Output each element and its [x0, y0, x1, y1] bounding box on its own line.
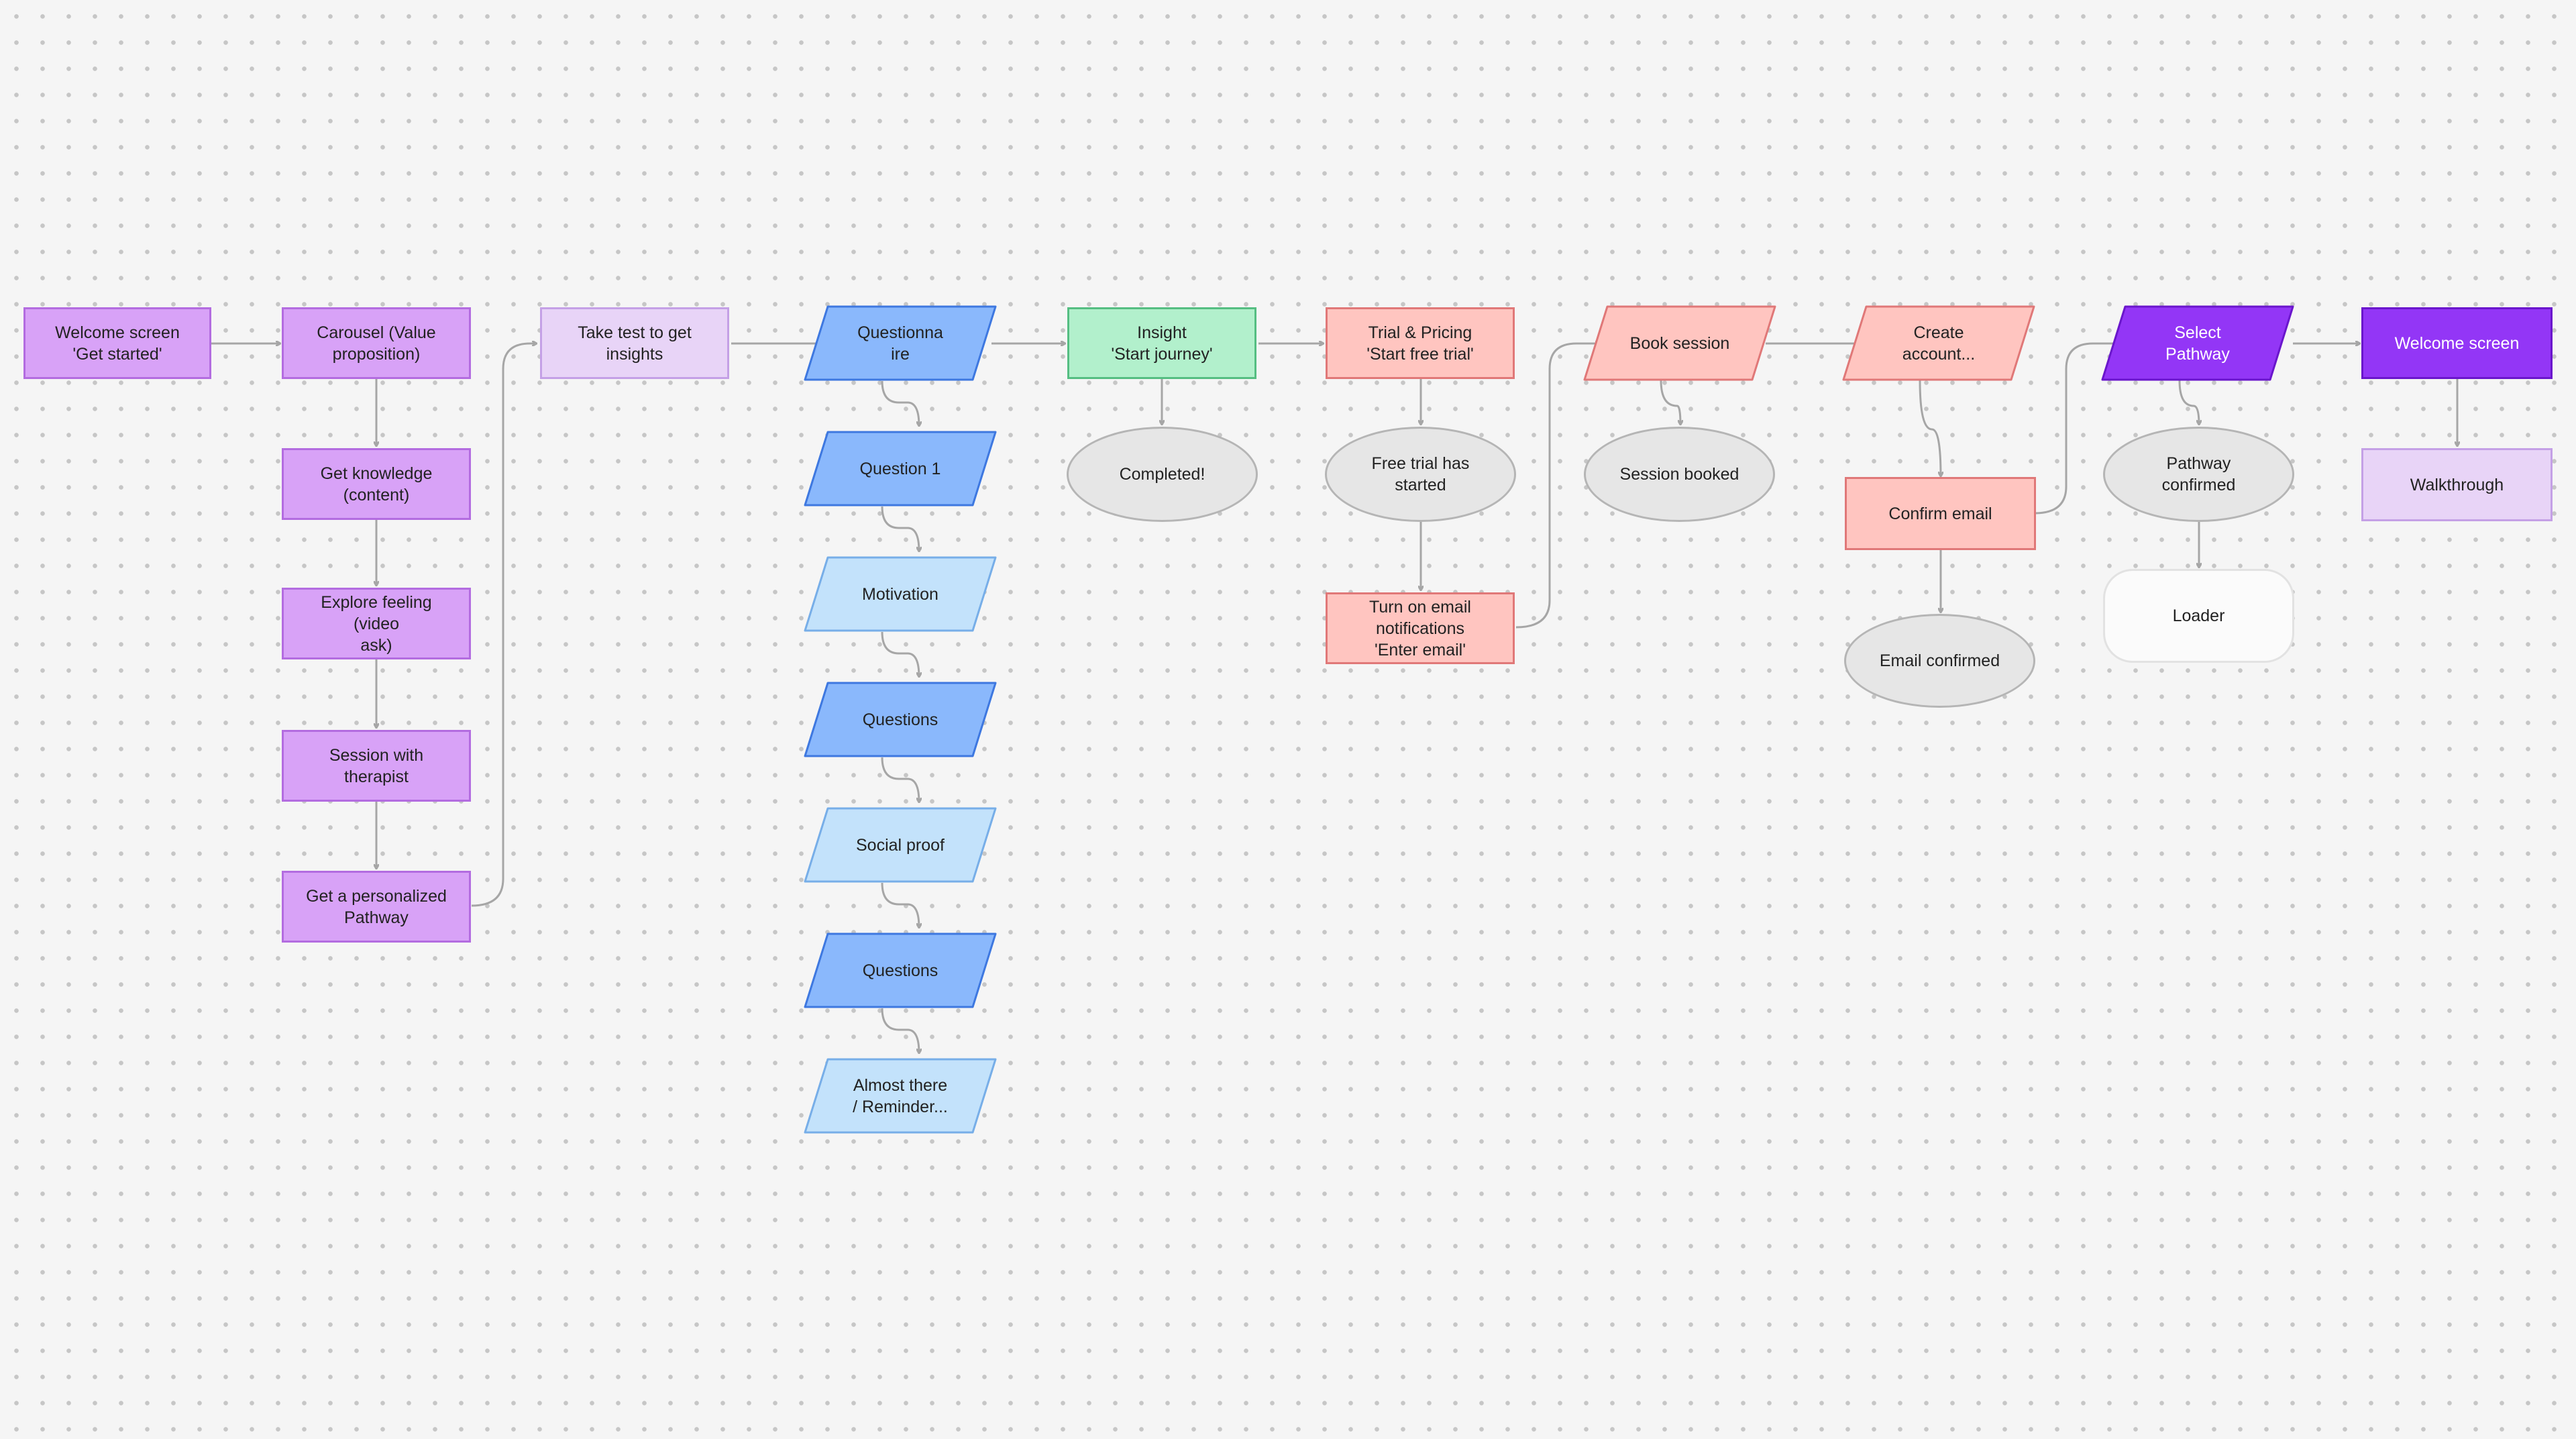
loader-node[interactable]: Loader	[2103, 569, 2294, 663]
node-label: Questions	[862, 710, 938, 729]
get-knowledge-node[interactable]: Get knowledge (content)	[282, 448, 471, 520]
take-test-node[interactable]: Take test to get insights	[540, 307, 729, 379]
node-label: Motivation	[862, 584, 938, 604]
node-label: Explore feeling (video ask)	[321, 592, 432, 655]
node-label: Get a personalized Pathway	[306, 886, 447, 927]
node-label: Create account...	[1902, 323, 1976, 364]
parallelogram-shape	[804, 431, 997, 507]
motivation-node[interactable]: Motivation	[804, 556, 997, 632]
parallelogram-shape	[2101, 305, 2294, 381]
edge-create-confirm	[1919, 380, 1941, 476]
email-notifications-node[interactable]: Turn on email notifications 'Enter email…	[1326, 592, 1515, 664]
node-label: Questions	[862, 961, 938, 980]
edge-book-sessionbooked	[1660, 380, 1680, 425]
edge-questionnaire-q1	[881, 380, 919, 426]
node-label: Welcome screen 'Get started'	[55, 323, 180, 364]
parallelogram-shape	[804, 1058, 997, 1134]
node-label: Confirm email	[1888, 504, 1992, 523]
node-label: Free trial has started	[1371, 454, 1470, 494]
node-label: Pathway confirmed	[2161, 454, 2236, 494]
welcome-screen-node[interactable]: Welcome screen	[2361, 307, 2553, 379]
session-therapist-node[interactable]: Session with therapist	[282, 730, 471, 802]
node-label: Book session	[1629, 333, 1730, 353]
questions-2-node[interactable]: Questions	[804, 932, 997, 1008]
parallelogram-shape	[804, 807, 997, 883]
edge-pathway-taketest	[471, 343, 537, 907]
node-label: Completed!	[1119, 465, 1205, 484]
edge-motivation-questions1	[881, 631, 919, 677]
node-label: Welcome screen	[2394, 333, 2520, 353]
walkthrough-node[interactable]: Walkthrough	[2361, 448, 2553, 521]
node-label: Almost there / Reminder...	[853, 1075, 948, 1116]
edge-socialproof-questions2	[881, 882, 919, 928]
edge-questions1-socialproof	[881, 757, 919, 802]
parallelogram-shape	[1842, 305, 2035, 381]
welcome-get-started-node[interactable]: Welcome screen 'Get started'	[23, 307, 211, 379]
edge-email-book	[1515, 343, 1600, 629]
edge-confirm-select	[2034, 343, 2123, 515]
free-trial-started-node[interactable]: Free trial has started	[1325, 427, 1516, 522]
edge-questions2-almost	[881, 1008, 919, 1053]
pathway-confirmed-node[interactable]: Pathway confirmed	[2103, 427, 2294, 522]
parallelogram-shape	[804, 682, 997, 757]
questionnaire-node[interactable]: Questionna ire	[804, 305, 997, 381]
parallelogram-shape	[804, 305, 997, 381]
email-confirmed-node[interactable]: Email confirmed	[1844, 614, 2035, 708]
completed-node[interactable]: Completed!	[1067, 427, 1258, 522]
explore-feeling-node[interactable]: Explore feeling (video ask)	[282, 588, 471, 659]
node-label: Turn on email notifications 'Enter email…	[1369, 597, 1471, 659]
question-1-node[interactable]: Question 1	[804, 431, 997, 507]
node-label: Session booked	[1619, 465, 1739, 484]
social-proof-node[interactable]: Social proof	[804, 807, 997, 883]
select-pathway-node[interactable]: Select Pathway	[2101, 305, 2294, 381]
parallelogram-shape	[804, 932, 997, 1008]
node-label: Carousel (Value proposition)	[317, 323, 436, 364]
questions-1-node[interactable]: Questions	[804, 682, 997, 757]
confirm-email-node[interactable]: Confirm email	[1845, 477, 2036, 550]
node-label: Email confirmed	[1879, 651, 2000, 670]
edge-q1-motivation	[881, 506, 919, 551]
node-label: Trial & Pricing 'Start free trial'	[1366, 323, 1474, 364]
node-label: Question 1	[859, 459, 941, 478]
session-booked-node[interactable]: Session booked	[1584, 427, 1775, 522]
node-label: Get knowledge (content)	[320, 464, 433, 504]
node-label: Walkthrough	[2410, 475, 2504, 494]
almost-there-node[interactable]: Almost there / Reminder...	[804, 1058, 997, 1134]
edge-select-pathwayconfirmed	[2178, 380, 2199, 425]
book-session-node[interactable]: Book session	[1583, 305, 1776, 381]
node-label: Questionna ire	[857, 323, 943, 364]
parallelogram-shape	[804, 556, 997, 632]
carousel-node[interactable]: Carousel (Value proposition)	[282, 307, 471, 379]
node-label: Take test to get insights	[578, 323, 692, 364]
node-label: Session with therapist	[329, 745, 424, 786]
connectors	[211, 343, 2457, 1053]
parallelogram-shape	[1583, 305, 1776, 381]
personalized-pathway-node[interactable]: Get a personalized Pathway	[282, 871, 471, 943]
node-label: Loader	[2172, 606, 2225, 625]
trial-pricing-node[interactable]: Trial & Pricing 'Start free trial'	[1326, 307, 1515, 379]
node-label: Select Pathway	[2165, 323, 2230, 364]
create-account-node[interactable]: Create account...	[1842, 305, 2035, 381]
node-label: Insight 'Start journey'	[1111, 323, 1213, 364]
insight-node[interactable]: Insight 'Start journey'	[1067, 307, 1256, 379]
node-label: Social proof	[855, 835, 945, 855]
